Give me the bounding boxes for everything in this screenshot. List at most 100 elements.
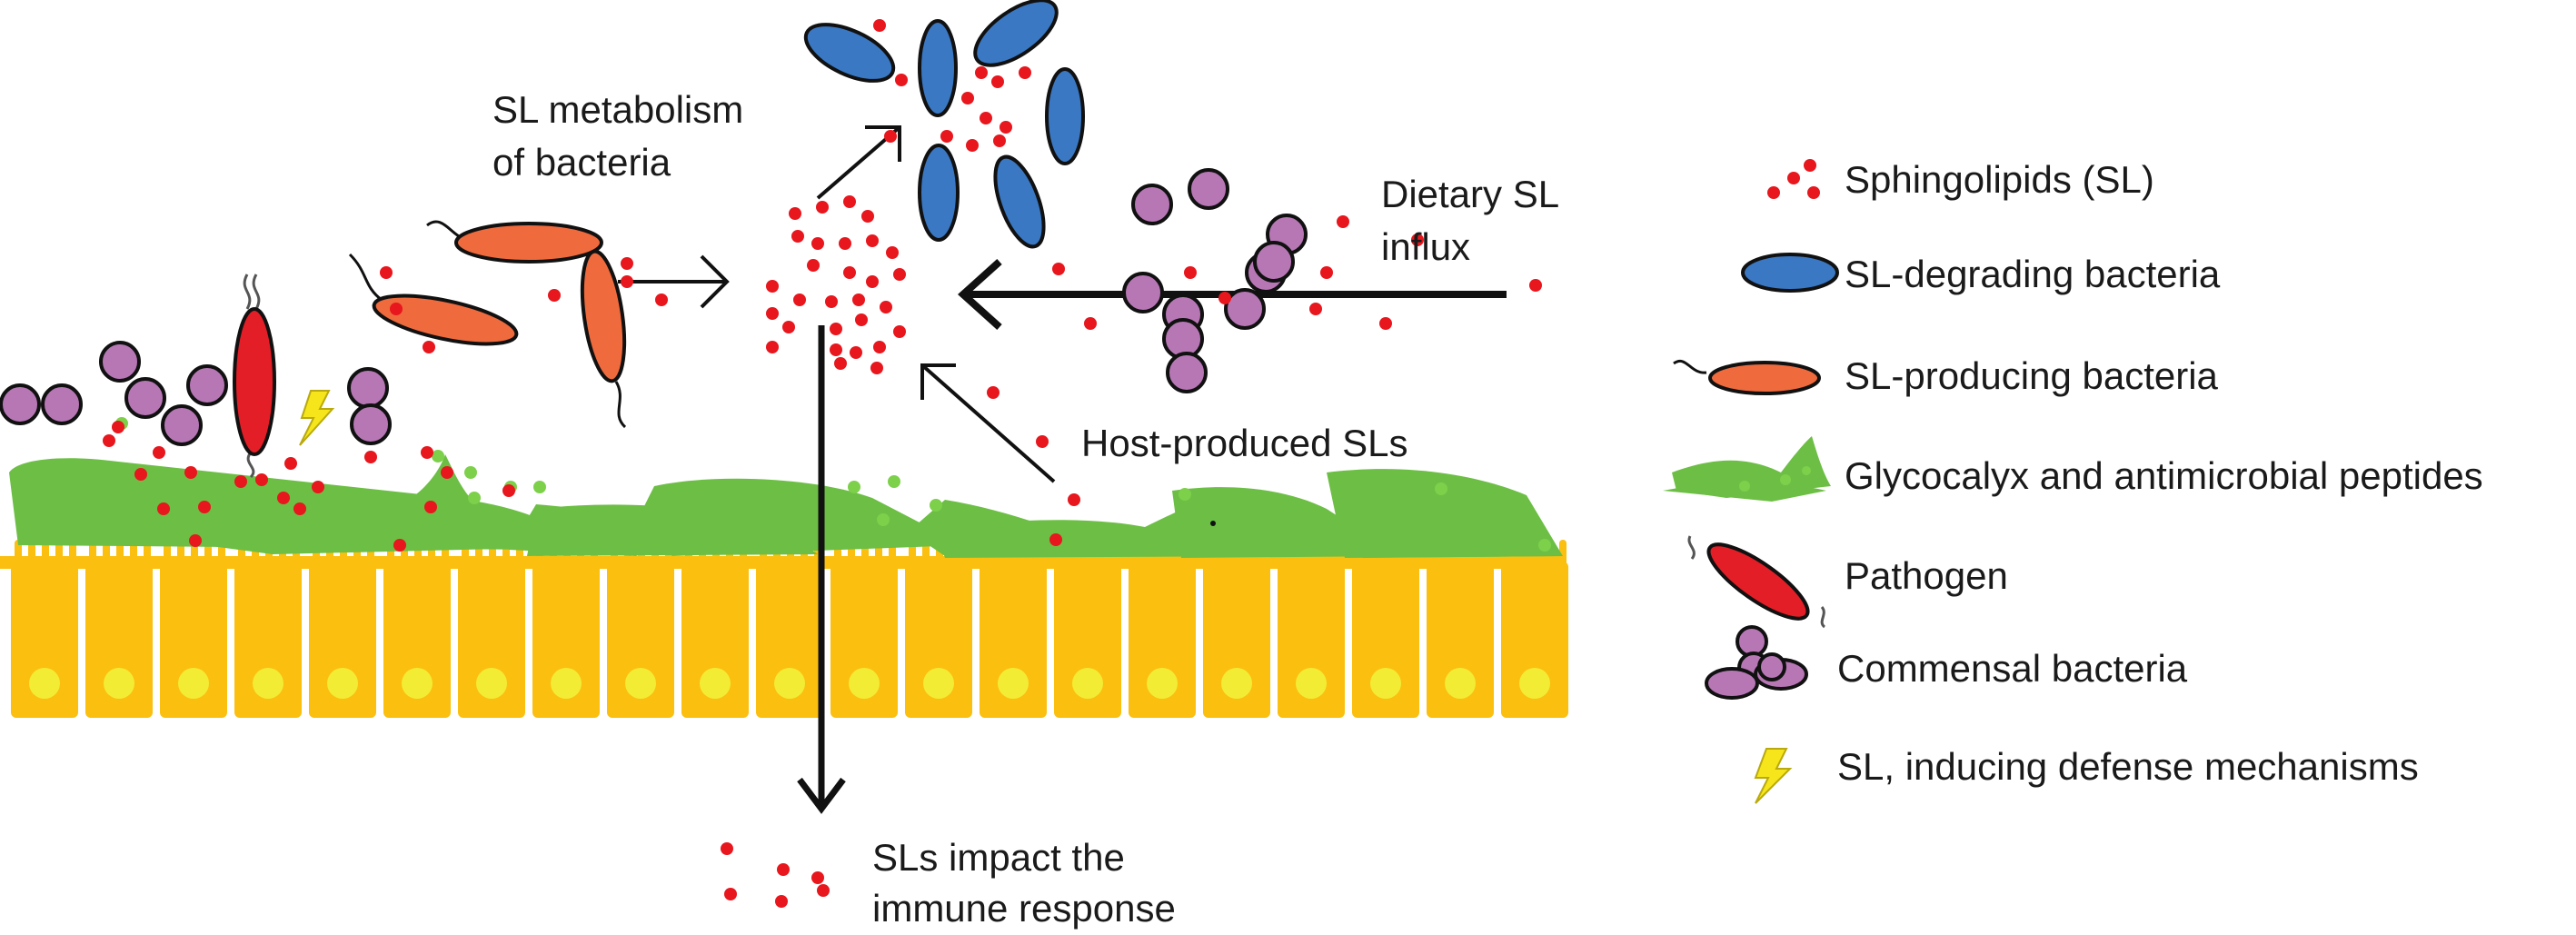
sphingolipid-dot [1379,317,1392,330]
sphingolipid-dot [991,75,1004,88]
sphingolipid-dot [724,888,737,900]
sphingolipid-dot [390,303,403,315]
epithelial-cell [1054,562,1121,718]
sphingolipid-dot [782,321,795,333]
sphingolipid-dot [1218,292,1231,304]
glycocalyx-layer [9,454,1563,558]
epithelial-cell [980,562,1047,718]
microvillus [177,540,184,572]
microvillus [909,540,916,572]
microvillus [130,540,137,572]
microvillus [42,540,49,572]
sphingolipid-dot [793,293,806,306]
microvillus [69,540,76,572]
sphingolipid-dot [1320,266,1333,279]
sl-metabolism-label-line2: of bacteria [492,141,671,184]
cell-nucleus [849,668,880,699]
sphingolipid-dot [987,386,1000,399]
sphingolipid-dot [966,139,979,152]
epithelial-cell [905,562,972,718]
sphingolipid-dot [861,210,874,223]
epithelial-cell [532,562,600,718]
sl-producing-bacterium [580,249,627,429]
sphingolipid-dot [423,341,435,353]
sphingolipid-dot [893,325,906,338]
cell-nucleus [178,668,209,699]
pathogen-icon [1687,535,1826,629]
sphingolipid-dot [866,234,879,247]
sphingolipid-dot [1068,493,1080,506]
sphingolipid-dot [184,466,197,479]
glycocalyx-blob [1345,515,1563,558]
sphingolipid-dot [1411,234,1424,246]
immune-arrow-head [797,777,846,814]
sphingolipid-dot [873,19,886,32]
epithelial-cell [1278,562,1345,718]
sphingolipid-dot [1084,317,1097,330]
epithelial-cell [607,562,674,718]
sphingolipid-dot [655,293,668,306]
pathogen [233,274,276,479]
epithelial-cell [458,562,525,718]
antimicrobial-peptide-dot [877,513,890,526]
sl-producing-bacteria [348,220,627,429]
sphingolipid-dot [189,534,202,547]
epithelial-layer [0,540,1568,718]
host-produced-arrow-head [920,363,956,400]
sl-degrading-bacterium [973,0,1059,67]
sphingolipid-dot [843,195,856,208]
epithelial-cell [11,562,78,718]
sphingolipid-dot [721,842,733,855]
epithelial-cell [234,562,302,718]
sphingolipid-dot [980,112,992,124]
metabolism-arrow-head [700,254,730,309]
cell-nucleus [29,668,60,699]
microvillus [55,540,63,572]
commensal-bacterium [1131,184,1173,225]
legend-label: Glycocalyx and antimicrobial peptides [1845,454,2483,497]
antimicrobial-peptide-dot [1435,482,1447,495]
legend-label: Sphingolipids (SL) [1845,158,2154,201]
cell-nucleus [774,668,805,699]
sl-producing-bacterium [348,253,519,346]
cell-nucleus [1072,668,1103,699]
sphingolipid-dot [766,280,779,293]
commensal-bacterium [124,377,166,419]
legend-label: SL-producing bacteria [1845,354,2219,397]
epithelial-cell [756,562,823,718]
sphingolipid-dot [424,501,437,513]
sphingolipid-dot [884,130,897,143]
cell-nucleus [1370,668,1401,699]
microvillus [28,540,35,572]
epithelial-cell [1203,562,1270,718]
sl-degrading-bacterium [918,144,960,242]
sphingolipid-dot [277,492,290,504]
commensal-bacterium [350,403,392,445]
legend-label: Commensal bacteria [1837,647,2188,690]
dietary-label-line1: Dietary SL [1381,173,1559,215]
dietary-label-line2: influx [1381,225,1470,268]
sphingolipid-dot [421,446,433,459]
commensal-bacterium [1224,288,1266,330]
sl-degrading-bacterium [803,23,896,83]
sphingolipid-dot [807,259,820,272]
cell-nucleus [551,668,582,699]
antimicrobial-peptide-dot [848,481,860,493]
antimicrobial-peptide-dot [1538,539,1551,552]
cell-nucleus [923,668,954,699]
sphingolipid-dot [1019,66,1031,79]
cell-nucleus [700,668,731,699]
sphingolipid-dot [234,475,247,488]
commensal-bacterium [99,341,141,383]
epithelial-cell [1129,562,1196,718]
sphingolipid-dot [284,457,297,470]
sphingolipid-dot [940,130,953,143]
commensal-bacterium [186,364,228,406]
sphingolipid-dot [1052,263,1065,275]
commensal-bacterium [1122,272,1164,313]
sphingolipid-dot [775,895,788,908]
commensal-bacterium [0,383,41,425]
sphingolipid-dot [134,468,147,481]
sphingolipid-dot [1036,435,1049,448]
sphingolipid-dot [1049,533,1062,546]
